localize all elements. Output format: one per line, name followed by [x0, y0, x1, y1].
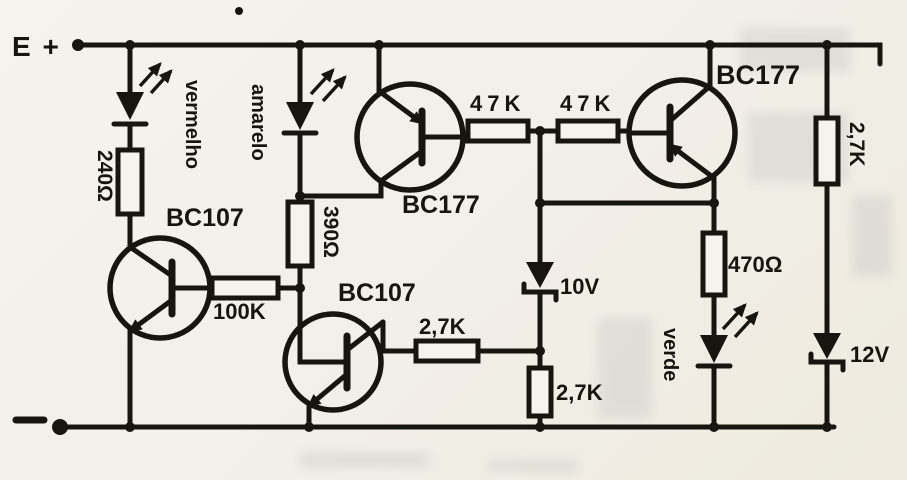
led-green	[695, 303, 759, 369]
led-red-label: vermelho	[181, 80, 203, 169]
zener-10v-bar	[521, 281, 559, 303]
resistor-47k-1-label: 47K	[470, 91, 525, 116]
led-yellow-emission-arrows	[309, 68, 347, 103]
transistor-q3-label: BC177	[402, 191, 480, 219]
junction-dots	[52, 39, 832, 435]
zener-12v-label: 12V	[850, 342, 889, 367]
resistor-47k-2	[555, 118, 621, 144]
transistor-q3-emitter	[376, 88, 425, 126]
transistor-q2-collector	[344, 319, 386, 353]
led-red-triangle	[116, 92, 144, 120]
top-power-rail	[72, 42, 883, 67]
resistor-2k7-top	[813, 115, 841, 187]
wires	[12, 42, 883, 430]
transistor-q1-collector	[127, 244, 175, 279]
resistor-2k7-bot	[526, 365, 554, 419]
resistor-47k-1	[465, 118, 531, 144]
transistor-q3-collector	[378, 148, 425, 184]
resistor-2k7-mid-label: 2,7K	[419, 314, 466, 339]
led-red	[111, 62, 173, 127]
resistor-240	[115, 147, 145, 217]
transistor-q3-bc177	[354, 81, 466, 193]
resistor-2k7-top-label: 2,7K	[845, 122, 868, 166]
transistor-q4-body	[626, 77, 738, 189]
zener-10v-triangle	[526, 262, 554, 288]
transistor-q3-body	[354, 81, 466, 193]
led-green-triangle	[700, 335, 728, 363]
resistor-2k7-mid	[413, 338, 481, 364]
zener-12v-triangle	[813, 333, 841, 359]
zener-12v-bar	[808, 351, 846, 373]
transistor-q2-bc107	[282, 311, 386, 413]
zener-10v-label: 10V	[560, 274, 599, 299]
transistor-q1-body	[107, 235, 213, 341]
transistor-q2-body	[282, 311, 384, 413]
resistor-2k7-bot-label: 2,7K	[556, 380, 603, 405]
resistor-100k-label: 100K	[213, 299, 266, 324]
led-yellow	[281, 68, 347, 136]
resistor-390-label: 390Ω	[319, 206, 342, 258]
resistor-47k-2-label: 47K	[560, 91, 615, 116]
transistor-q1-bc107	[107, 235, 213, 341]
resistor-100k	[209, 275, 281, 301]
transistor-q1-label: BC107	[166, 204, 244, 232]
led-red-emission-arrows	[138, 62, 173, 95]
led-yellow-label: amarelo	[247, 84, 269, 161]
resistor-470	[700, 230, 728, 298]
led-yellow-triangle	[286, 102, 314, 130]
transistor-q4-emitter	[667, 83, 713, 124]
zener-10v	[521, 262, 559, 303]
transistor-q2-label: BC107	[338, 279, 416, 307]
led-green-label: verde	[659, 328, 681, 381]
led-green-emission-arrows	[721, 303, 759, 339]
zener-12v	[808, 333, 846, 373]
terminal-label-positive: E +	[12, 31, 61, 62]
transistor-q1-emitter	[127, 297, 175, 334]
transistor-q4-label: BC177	[716, 60, 800, 90]
resistor-bodies	[115, 115, 841, 419]
ink-speck	[235, 7, 243, 15]
resistor-240-label: 240Ω	[93, 150, 116, 202]
transistor-q2-emitter	[306, 371, 350, 409]
resistor-390	[285, 199, 315, 269]
transistor-q4-bc177	[626, 77, 738, 189]
transistor-q4-collector	[667, 142, 717, 181]
resistor-470-label: 470Ω	[728, 252, 782, 277]
